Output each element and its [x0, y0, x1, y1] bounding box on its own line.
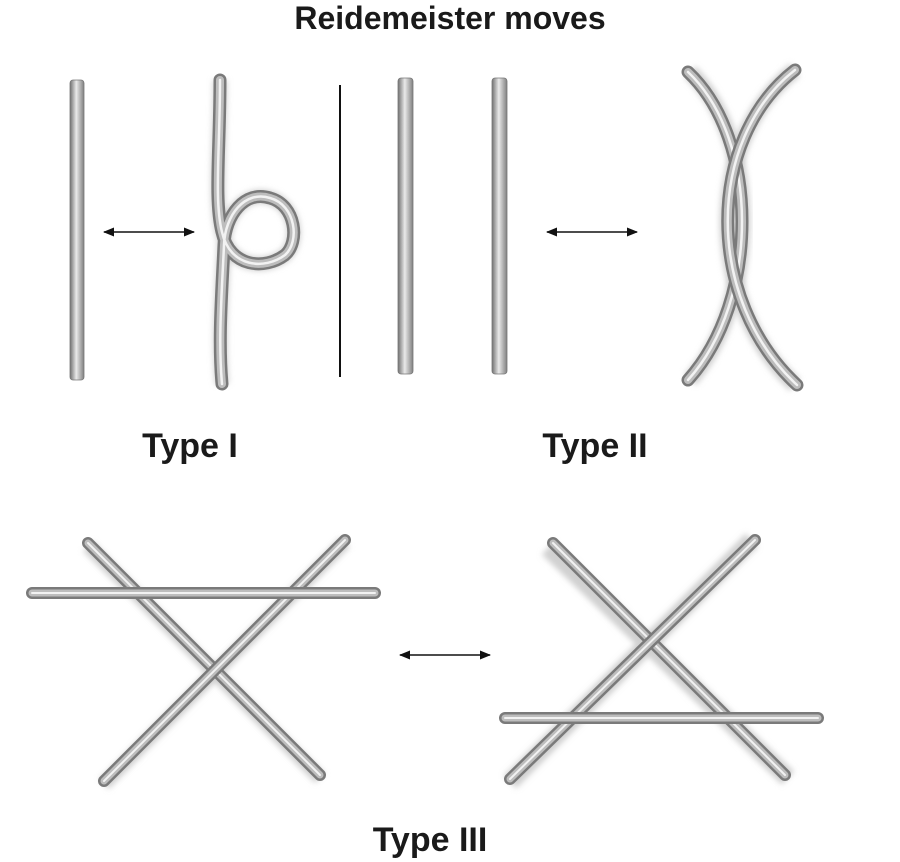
diagram-title: Reidemeister moves: [294, 0, 606, 36]
type-3-after: [490, 533, 824, 789]
type-1-label: Type I: [142, 427, 238, 465]
type-3-before: [26, 534, 381, 789]
type-1-before: [69, 79, 86, 381]
type-3-label: Type III: [372, 821, 488, 859]
type-2-after: [681, 63, 804, 392]
type-2-before: [397, 77, 508, 375]
type-1-after: [210, 73, 301, 391]
type-2-label: Type II: [542, 427, 648, 465]
